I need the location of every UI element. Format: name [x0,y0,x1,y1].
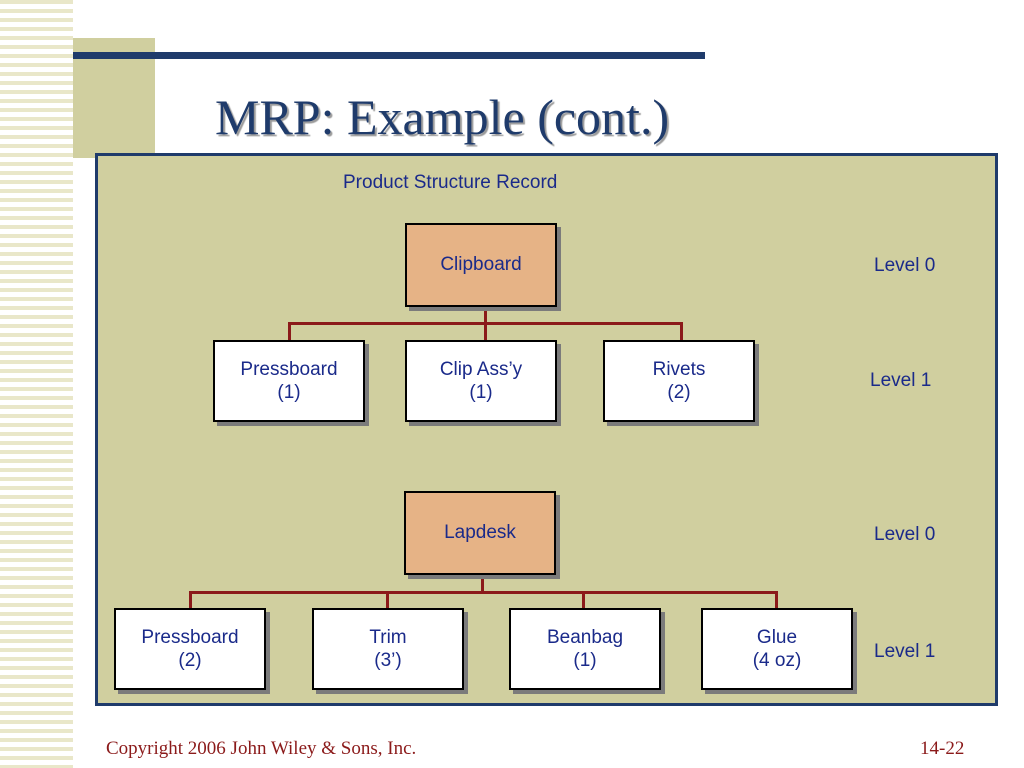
node-quantity: (1) [469,382,493,403]
tree1-level-0-label: Level 0 [874,255,936,276]
node-quantity: (2) [178,650,202,671]
node-name: Clip Ass’y [439,359,523,380]
striped-margin [0,0,73,768]
node-quantity: (1) [573,650,597,671]
node-name: Lapdesk [444,522,516,543]
tree2-child-node: Glue (4 oz) [701,608,853,690]
tree2-drop-1 [189,591,192,608]
tree2-root-stem [481,575,484,592]
tree2-level-0-label: Level 0 [874,524,936,545]
tree2-child-node: Beanbag (1) [509,608,661,690]
tree1-drop-3 [680,322,683,340]
tree2-drop-3 [582,591,585,608]
node-quantity: (4 oz) [752,650,802,671]
node-name: Pressboard [141,627,239,648]
slide-title: MRP: Example (cont.) [215,89,670,145]
node-name: Glue [756,627,798,648]
node-name: Rivets [652,359,706,380]
tree2-level-1-label: Level 1 [874,641,936,662]
tree2-drop-2 [386,591,389,608]
node-name: Clipboard [440,254,522,275]
node-quantity: (3’) [374,650,402,671]
tree1-child-node: Clip Ass’y (1) [405,340,557,422]
panel-heading: Product Structure Record [343,172,558,193]
title-rule [73,52,705,59]
tree2-drop-4 [775,591,778,608]
tree1-drop-2 [484,322,487,340]
node-name: Beanbag [546,627,624,648]
node-quantity: (1) [277,382,301,403]
tree1-root-stem [484,307,487,324]
node-name: Trim [369,627,407,648]
tree2-bus-line [189,591,778,594]
tree1-child-node: Rivets (2) [603,340,755,422]
tree2-root-node: Lapdesk [404,491,556,575]
tree2-child-node: Trim (3’) [312,608,464,690]
tree1-drop-1 [288,322,291,340]
node-name: Pressboard [240,359,338,380]
page-number: 14-22 [920,738,965,759]
node-quantity: (2) [667,382,691,403]
copyright-text: Copyright 2006 John Wiley & Sons, Inc. [106,738,417,759]
tree1-level-1-label: Level 1 [870,370,932,391]
tree1-root-node: Clipboard [405,223,557,307]
tree2-child-node: Pressboard (2) [114,608,266,690]
tree1-child-node: Pressboard (1) [213,340,365,422]
